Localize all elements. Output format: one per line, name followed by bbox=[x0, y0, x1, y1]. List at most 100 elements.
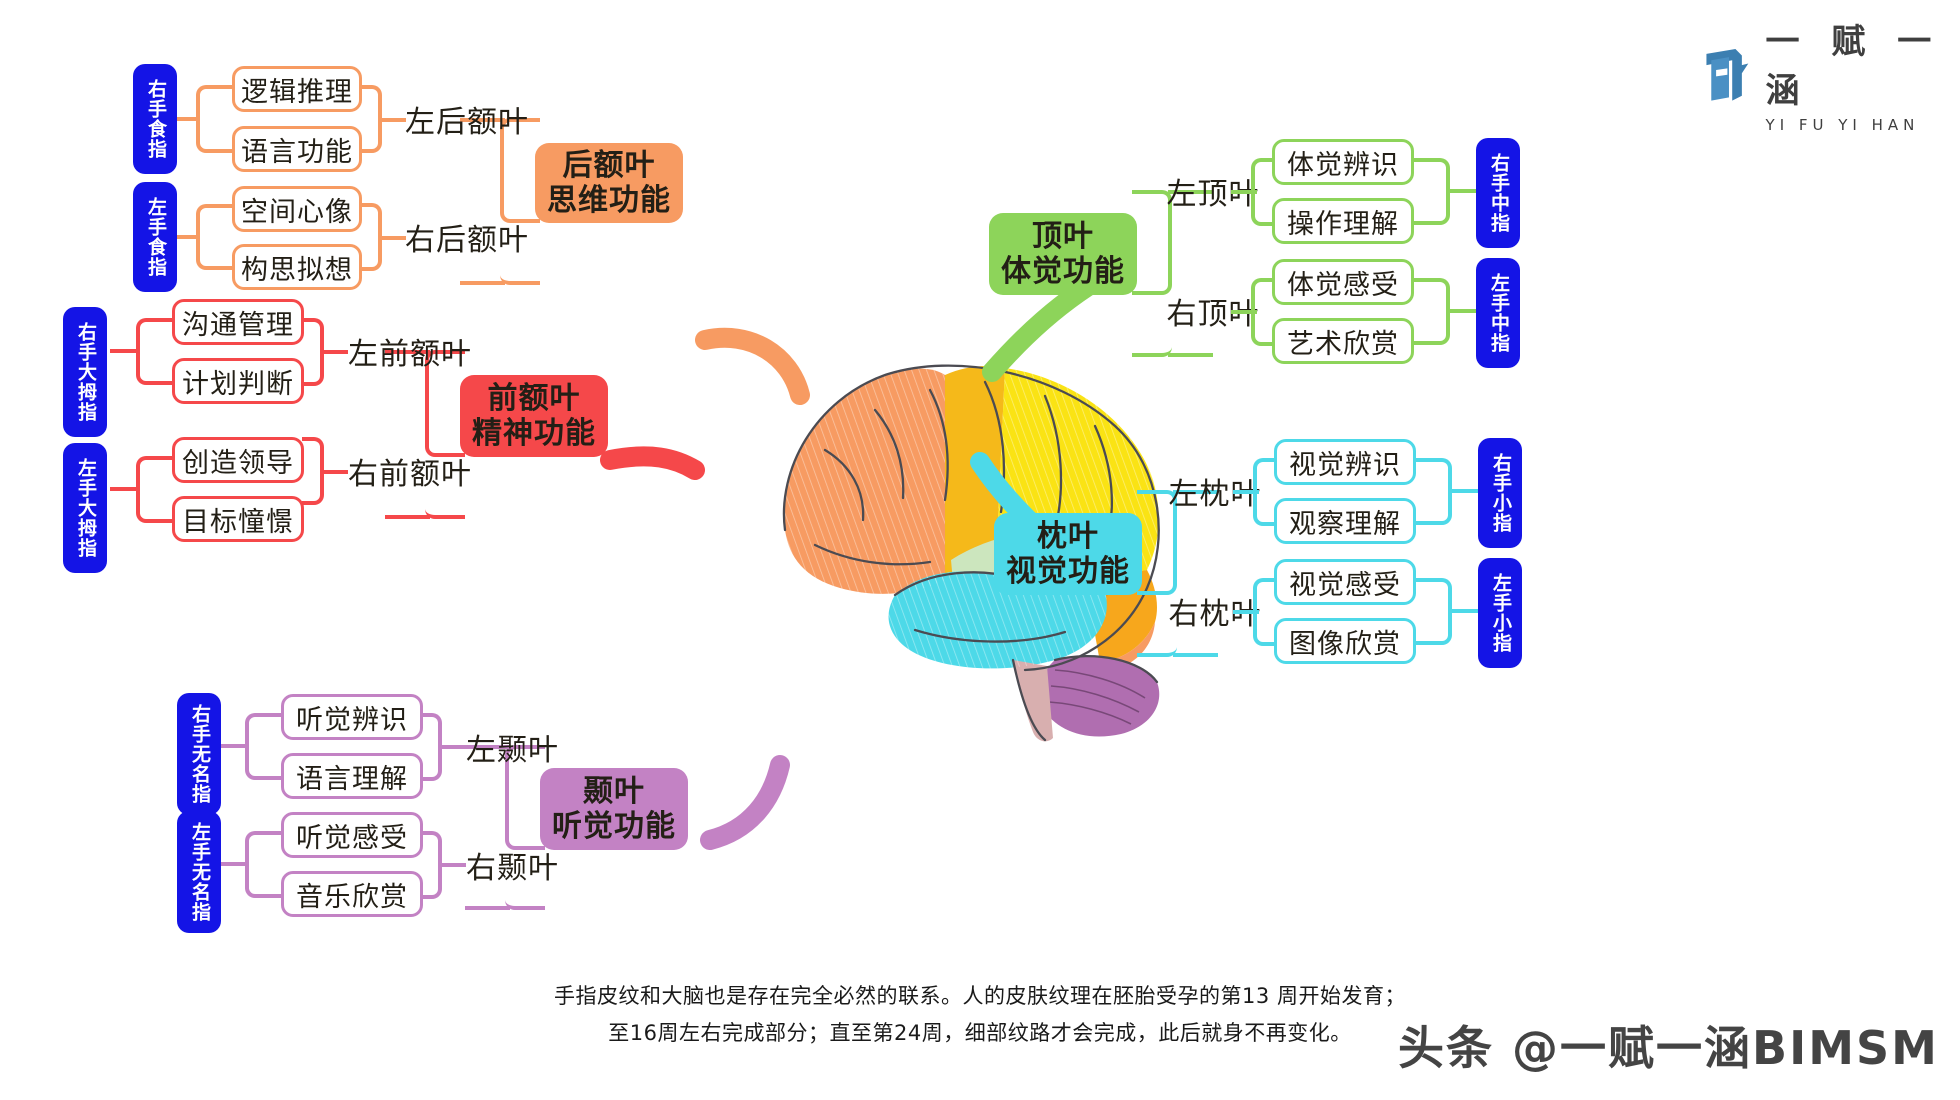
lobe-chip-temporal[interactable]: 颞叶 听觉功能 bbox=[540, 768, 688, 850]
connector-tp-a-bracket bbox=[420, 713, 442, 781]
connector-tp-b-stub bbox=[440, 863, 466, 867]
connector-oc-a-right-bracket bbox=[1414, 458, 1452, 525]
connector-oc-bottom bbox=[1173, 653, 1218, 657]
midlabel-left-posterior-frontal[interactable]: 左后额叶 bbox=[405, 105, 529, 140]
lobe-chip-prefrontal[interactable]: 前额叶 精神功能 bbox=[460, 375, 608, 457]
leaf-logic-reasoning[interactable]: 逻辑推理 bbox=[232, 66, 362, 112]
connector-prf-b-stub bbox=[322, 470, 348, 474]
leaf-communication-management[interactable]: 沟通管理 bbox=[172, 299, 304, 345]
connector-pf-bottom bbox=[460, 281, 505, 285]
lobe-line1: 枕叶 bbox=[1037, 518, 1099, 554]
leaf-auditory-sensation[interactable]: 听觉感受 bbox=[281, 812, 423, 858]
connector-prf-a-bracket bbox=[302, 318, 324, 386]
lobe-chip-occipital[interactable]: 枕叶 视觉功能 bbox=[994, 513, 1142, 595]
finger-tag-right-ring[interactable]: 右手无名指 bbox=[177, 693, 221, 815]
connector-parietal-trunk2 bbox=[1132, 295, 1172, 357]
connector-tp-top bbox=[465, 745, 510, 749]
leaf-visual-discrimination[interactable]: 视觉辨识 bbox=[1274, 439, 1416, 485]
connector-tp-a-left-bracket bbox=[245, 713, 283, 780]
connector-oc-a-bracket bbox=[1253, 458, 1275, 526]
midlabel-left-parietal[interactable]: 左顶叶 bbox=[1166, 177, 1260, 212]
connector-parietal-trunk bbox=[1132, 190, 1172, 295]
leaf-art-appreciation[interactable]: 艺术欣赏 bbox=[1272, 318, 1414, 364]
connector-oc-b-bracket bbox=[1253, 578, 1275, 646]
leaf-somatosensory-sensation[interactable]: 体觉感受 bbox=[1272, 259, 1414, 305]
connector-tp-b-finger bbox=[219, 862, 249, 866]
finger-tag-right-index[interactable]: 右手食指 bbox=[133, 64, 177, 174]
logo-mark-icon bbox=[1706, 49, 1749, 101]
leaf-image-appreciation[interactable]: 图像欣赏 bbox=[1274, 618, 1416, 664]
connector-pf-a-left-bracket bbox=[196, 85, 234, 153]
connector-prf-a-left-bracket bbox=[136, 318, 174, 385]
connector-oc-top bbox=[1173, 490, 1218, 494]
connector-prf-b-left-bracket bbox=[136, 456, 174, 523]
connector-pa-b-bracket bbox=[1251, 278, 1273, 346]
connector-tp-b-bracket bbox=[420, 831, 442, 899]
finger-tag-left-thumb[interactable]: 左手大拇指 bbox=[63, 443, 107, 573]
lobe-line1: 顶叶 bbox=[1032, 218, 1094, 254]
pointer-prefrontal bbox=[600, 446, 705, 480]
midlabel-right-occipital[interactable]: 右枕叶 bbox=[1168, 597, 1262, 632]
midlabel-right-posterior-frontal[interactable]: 右后额叶 bbox=[405, 223, 529, 258]
connector-pf-b-stub bbox=[380, 236, 406, 240]
connector-prf-b-finger bbox=[110, 487, 140, 491]
footer-note: 手指皮纹和大脑也是存在完全必然的联系。人的皮肤纹理在胚胎受孕的第13 周开始发育… bbox=[0, 978, 1960, 1052]
connector-pa-a-stub bbox=[1231, 190, 1257, 194]
finger-tag-left-little[interactable]: 左手小指 bbox=[1478, 558, 1522, 668]
connector-pa-bottom bbox=[1168, 353, 1213, 357]
connector-prf-b-bracket bbox=[302, 437, 324, 505]
midlabel-left-temporal[interactable]: 左颞叶 bbox=[466, 733, 559, 768]
logo-brand-cn: 一 赋 一 涵 bbox=[1765, 22, 1942, 111]
finger-tag-left-middle[interactable]: 左手中指 bbox=[1476, 258, 1520, 368]
connector-prefrontal-trunk bbox=[425, 350, 465, 457]
lobe-chip-parietal[interactable]: 顶叶 体觉功能 bbox=[989, 213, 1137, 295]
region-cerebellum bbox=[1040, 656, 1160, 737]
connector-pa-b-right-bracket bbox=[1412, 278, 1450, 345]
leaf-creative-leadership[interactable]: 创造领导 bbox=[172, 437, 304, 483]
connector-pa-top bbox=[1168, 190, 1213, 194]
lobe-line2: 体觉功能 bbox=[1001, 254, 1125, 289]
midlabel-right-parietal[interactable]: 右顶叶 bbox=[1166, 297, 1260, 332]
leaf-spatial-imagery[interactable]: 空间心像 bbox=[232, 186, 362, 232]
finger-tag-left-ring[interactable]: 左手无名指 bbox=[177, 811, 221, 933]
connector-prf-top bbox=[385, 350, 430, 354]
connector-prf-bottom bbox=[385, 515, 430, 519]
connector-oc-a-finger bbox=[1450, 489, 1480, 493]
pointer-posterior-frontal bbox=[695, 327, 810, 405]
leaf-somatosensory-discrimination[interactable]: 体觉辨识 bbox=[1272, 139, 1414, 185]
brand-logo: 一 赋 一 涵 YI FU YI HAN bbox=[1700, 14, 1960, 134]
finger-tag-right-thumb[interactable]: 右手大拇指 bbox=[63, 307, 107, 437]
lobe-line1: 前额叶 bbox=[487, 380, 581, 416]
leaf-language-comprehension[interactable]: 语言理解 bbox=[281, 753, 423, 799]
connector-pa-b-finger bbox=[1448, 309, 1478, 313]
leaf-conception-imagination[interactable]: 构思拟想 bbox=[232, 244, 362, 290]
connector-occipital-trunk bbox=[1137, 490, 1177, 595]
leaf-operational-comprehension[interactable]: 操作理解 bbox=[1272, 198, 1414, 244]
connector-prefrontal-trunk2 bbox=[425, 457, 465, 519]
lobe-line1: 后额叶 bbox=[562, 147, 656, 183]
midlabel-right-temporal[interactable]: 右颞叶 bbox=[466, 851, 559, 886]
lobe-chip-posterior-frontal[interactable]: 后额叶 思维功能 bbox=[535, 143, 683, 223]
connector-tp-b-left-bracket bbox=[245, 831, 283, 898]
finger-tag-right-little[interactable]: 右手小指 bbox=[1478, 438, 1522, 548]
leaf-observational-comprehension[interactable]: 观察理解 bbox=[1274, 498, 1416, 544]
leaf-language-function[interactable]: 语言功能 bbox=[232, 126, 362, 172]
leaf-music-appreciation[interactable]: 音乐欣赏 bbox=[281, 871, 423, 917]
connector-tp-a-finger bbox=[219, 744, 249, 748]
connector-pa-a-bracket bbox=[1251, 158, 1273, 226]
midlabel-left-occipital[interactable]: 左枕叶 bbox=[1168, 477, 1262, 512]
lobe-line2: 思维功能 bbox=[547, 183, 671, 218]
connector-posterior-frontal-trunk bbox=[500, 118, 540, 223]
leaf-auditory-discrimination[interactable]: 听觉辨识 bbox=[281, 694, 423, 740]
connector-pf-b-left-bracket bbox=[196, 204, 234, 270]
midlabel-left-prefrontal[interactable]: 左前额叶 bbox=[348, 337, 472, 372]
finger-tag-left-index[interactable]: 左手食指 bbox=[133, 182, 177, 292]
leaf-planning-judgement[interactable]: 计划判断 bbox=[172, 358, 304, 404]
leaf-goal-aspiration[interactable]: 目标憧憬 bbox=[172, 496, 304, 542]
connector-pf-b-bracket bbox=[360, 203, 382, 271]
finger-tag-right-middle[interactable]: 右手中指 bbox=[1476, 138, 1520, 248]
lobe-line1: 颞叶 bbox=[583, 773, 645, 809]
watermark-text: 头条 @一赋一涵BIMSM bbox=[1398, 1021, 1939, 1075]
midlabel-right-prefrontal[interactable]: 右前额叶 bbox=[348, 457, 472, 492]
leaf-visual-sensation[interactable]: 视觉感受 bbox=[1274, 559, 1416, 605]
